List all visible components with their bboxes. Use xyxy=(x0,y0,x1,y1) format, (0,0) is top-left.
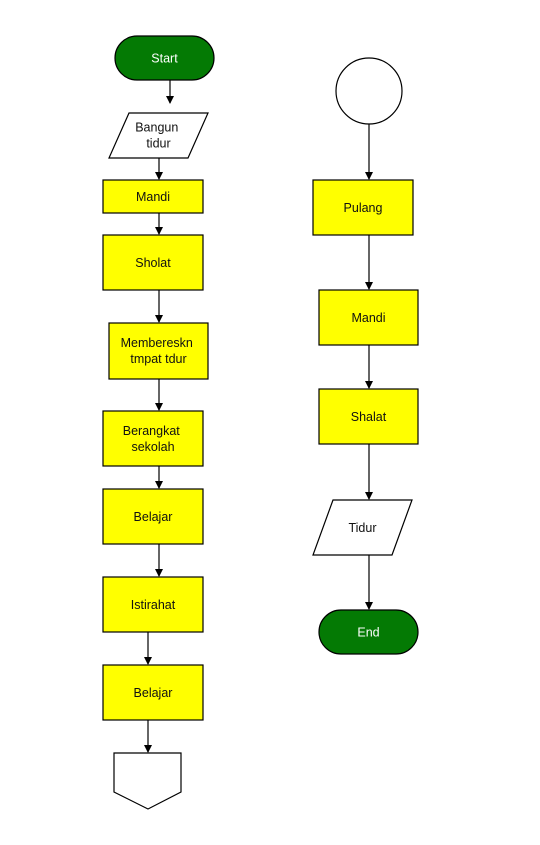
svg-text:Bangun tidur: Bangun tidur xyxy=(135,121,182,151)
process-belajar-2-label: Belajar xyxy=(134,686,173,700)
process-istirahat-label: Istirahat xyxy=(131,598,176,612)
process-belajar-2[interactable]: Belajar xyxy=(102,664,204,721)
process-mandi-right-label: Mandi xyxy=(351,311,385,325)
input-label-line1: Bangun xyxy=(135,121,178,135)
end-terminal[interactable]: End xyxy=(318,609,419,655)
process-pulang-label: Pulang xyxy=(344,201,383,215)
output-tidur[interactable]: Tidur xyxy=(312,499,413,556)
process-mandi-label: Mandi xyxy=(136,190,170,204)
svg-text:Membereskn tmpat tdur: Membereskn tmpat tdur xyxy=(121,336,197,366)
start-terminal[interactable]: Start xyxy=(114,35,215,81)
process-shalat[interactable]: Shalat xyxy=(318,388,419,445)
process-mandi-right[interactable]: Mandi xyxy=(318,289,419,346)
start-label: Start xyxy=(151,52,178,66)
process-mandi[interactable]: Mandi xyxy=(102,179,204,214)
input-bangun-tidur[interactable]: Bangun tidur xyxy=(108,112,209,159)
process-berangkat-line2: sekolah xyxy=(131,440,174,454)
process-pulang[interactable]: Pulang xyxy=(312,179,414,236)
process-membereskan-line1: Membereskn xyxy=(121,336,193,350)
process-belajar-1[interactable]: Belajar xyxy=(102,488,204,545)
process-istirahat[interactable]: Istirahat xyxy=(102,576,204,633)
offpage-connector[interactable] xyxy=(113,752,182,810)
output-tidur-label: Tidur xyxy=(348,521,376,535)
left-connectors xyxy=(144,80,174,753)
end-label: End xyxy=(357,626,379,640)
process-berangkat-line1: Berangkat xyxy=(123,424,181,438)
process-shalat-label: Shalat xyxy=(351,410,387,424)
process-belajar-1-label: Belajar xyxy=(134,510,173,524)
process-membereskan-line2: tmpat tdur xyxy=(130,352,186,366)
input-label-line2: tidur xyxy=(146,137,170,151)
onpage-connector-circle[interactable] xyxy=(335,57,403,125)
svg-text:Berangkat sekolah: Berangkat sekolah xyxy=(123,424,183,454)
process-berangkat-sekolah[interactable]: Berangkat sekolah xyxy=(102,410,204,467)
process-membereskan[interactable]: Membereskn tmpat tdur xyxy=(108,322,209,380)
process-sholat[interactable]: Sholat xyxy=(102,234,204,291)
process-sholat-label: Sholat xyxy=(135,256,171,270)
